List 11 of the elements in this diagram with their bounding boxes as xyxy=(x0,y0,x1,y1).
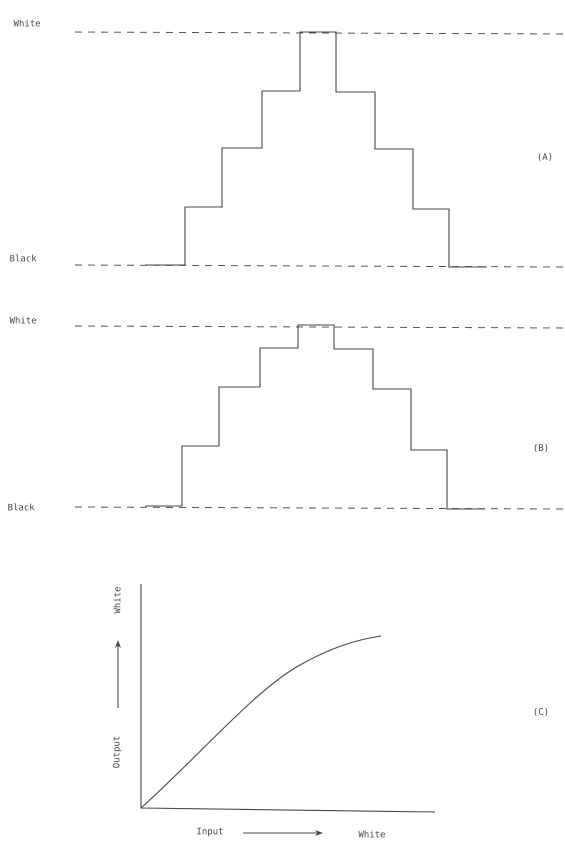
axis-label: Black xyxy=(8,504,34,510)
axis-label: White xyxy=(14,20,40,26)
axis-label: (C) xyxy=(534,708,548,716)
axis-label: White xyxy=(10,316,36,324)
axis-label: White xyxy=(114,586,120,614)
axis-label: (A) xyxy=(538,153,552,162)
axis-label: Black xyxy=(10,254,36,262)
axis-label: Output xyxy=(112,736,122,768)
axis-label: White xyxy=(358,830,385,838)
axis-label: (B) xyxy=(534,444,548,452)
axis-label: Input xyxy=(197,828,223,836)
